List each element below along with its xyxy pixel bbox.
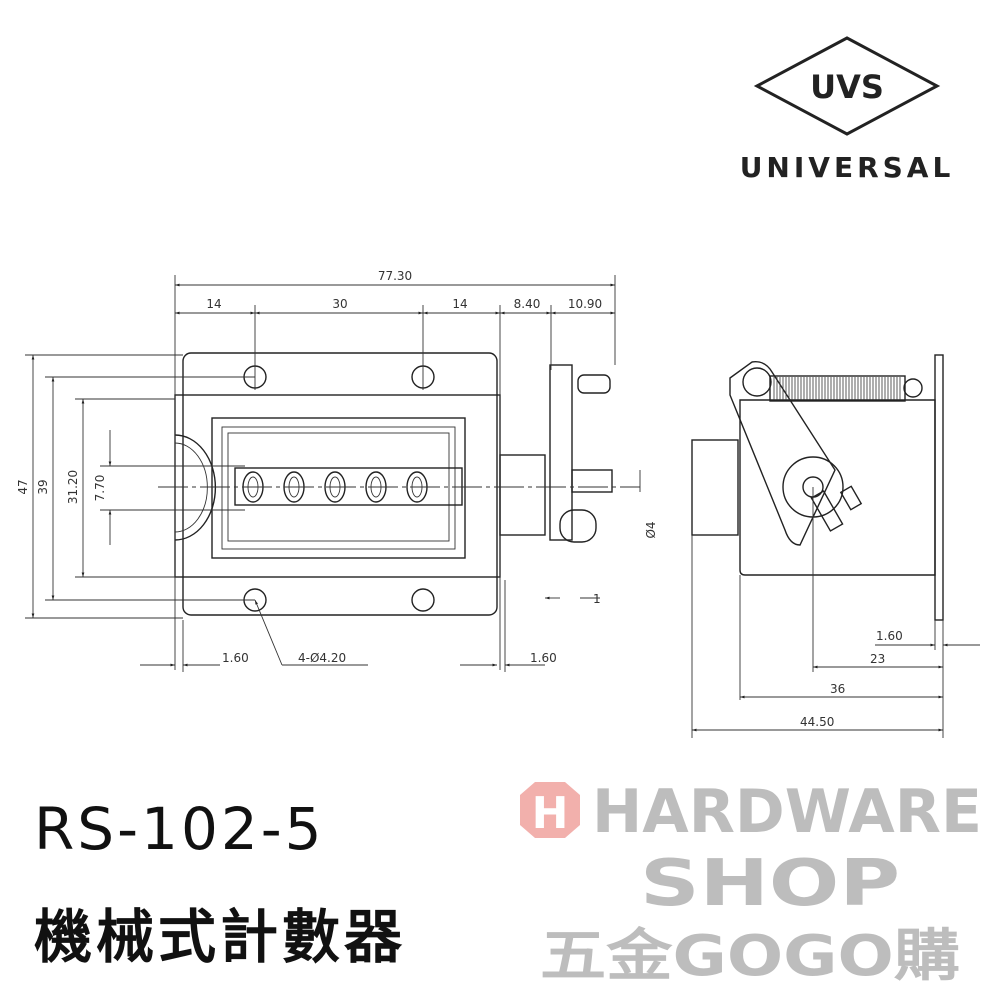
dimension-label: 39	[36, 479, 50, 494]
logo-name: UNIVERSAL	[740, 151, 955, 184]
dimension-label: 44.50	[800, 715, 834, 729]
shaft-housing	[499, 454, 546, 536]
counter-body	[174, 394, 501, 578]
lever	[549, 364, 573, 541]
watermark-line3: 五金GOGO購	[540, 924, 960, 989]
dim-holes: 4-Ø4.20	[298, 651, 346, 665]
window-frame	[211, 417, 466, 559]
dimension-label: 1.60	[530, 651, 557, 665]
dimensions: 77.30 14 30 14 8.40 10.90 47 39 31.20 7.…	[16, 269, 980, 738]
side-view	[691, 354, 944, 621]
product-model: RS-102-5	[34, 795, 325, 863]
dimension-label: 31.20	[66, 470, 80, 504]
dim-overall-width: 77.30	[378, 269, 412, 283]
side-housing	[691, 439, 739, 536]
dimension-label: 1	[593, 592, 601, 606]
dimension-label: 1.60	[222, 651, 249, 665]
spring-end	[577, 374, 611, 394]
watermark: H HARDWARE SHOP 五金GOGO購	[520, 777, 982, 989]
dimension-label: 14	[452, 297, 467, 311]
dimension-label: 30	[332, 297, 347, 311]
digit-strip	[234, 467, 463, 506]
dimension-label: 8.40	[514, 297, 541, 311]
front-view	[158, 352, 640, 616]
dimension-label: 7.70	[93, 475, 107, 502]
dimension-label: 36	[830, 682, 845, 696]
watermark-line1: HARDWARE	[592, 777, 982, 847]
product-name: 機械式計數器	[34, 903, 407, 971]
dimension-label: 14	[206, 297, 221, 311]
mount-hole	[411, 588, 435, 612]
mounting-plate	[182, 352, 498, 616]
uvs-logo: UVS UNIVERSAL	[740, 36, 955, 184]
watermark-line2: SHOP	[640, 847, 900, 921]
dimension-label: 10.90	[568, 297, 602, 311]
watermark-badge	[520, 782, 580, 838]
dimension-label: 1.60	[876, 629, 903, 643]
logo-mark: UVS	[810, 68, 884, 106]
shaft	[571, 469, 613, 493]
dimension-label: 47	[16, 479, 30, 494]
reset-knob-arc	[174, 434, 217, 541]
side-flange	[934, 354, 944, 621]
spring	[769, 375, 906, 402]
dimension-label: Ø4	[644, 521, 658, 538]
dimension-label: 23	[870, 652, 885, 666]
side-body	[739, 399, 936, 576]
watermark-badge-letter: H	[532, 788, 569, 839]
roller	[559, 509, 597, 543]
